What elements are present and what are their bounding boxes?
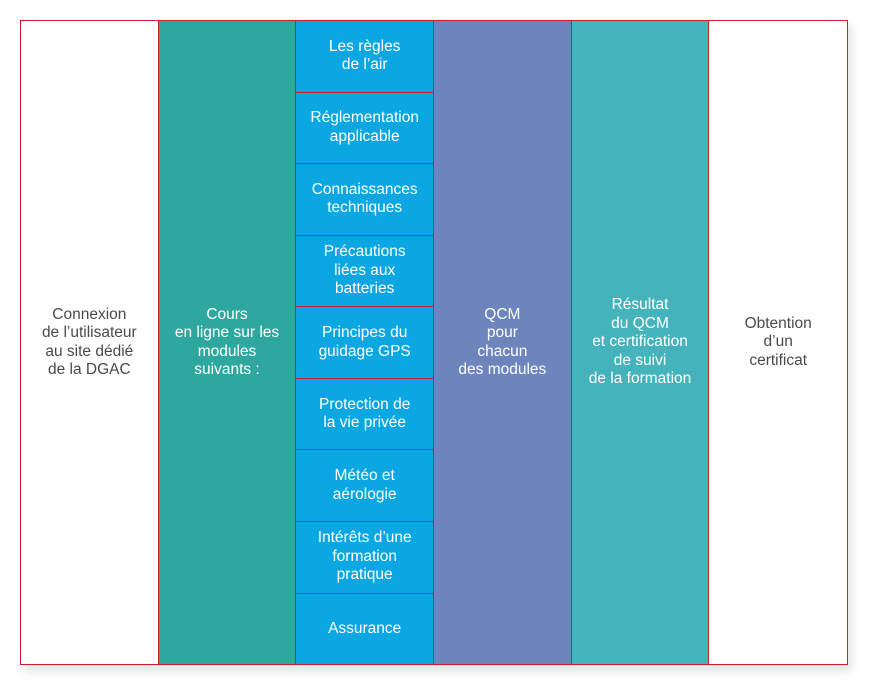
training-process-diagram: Connexion de l’utilisateur au site dédié… — [20, 20, 848, 665]
module-assurance: Assurance — [328, 619, 402, 637]
step-cours: Cours en ligne sur les modules suivants … — [158, 21, 297, 664]
step-obtention: Obtention d’un certificat — [709, 21, 848, 664]
step-resultat: Résultat du QCM et certification de suiv… — [571, 21, 710, 664]
step-connexion: Connexion de l’utilisateur au site dédié… — [21, 21, 159, 664]
module-regles-air: Les règles de l’air — [296, 21, 434, 93]
step-qcm: QCM pour chacun des modules — [434, 21, 572, 664]
module-meteo: Météo et aérologie — [296, 450, 434, 522]
module-reglementation: Réglementation applicable — [296, 93, 434, 165]
module-formation-pratique: Intérêts d’une formation pratique — [296, 522, 434, 594]
module-vie-privee: Protection de la vie privée — [296, 379, 434, 451]
module-gps: Principes du guidage GPS — [296, 307, 434, 379]
modules-column: Les règles de l’air Réglementation appli… — [296, 21, 435, 664]
module-batteries: Précautions liées aux batteries — [296, 236, 434, 308]
module-connaissances: Connaissances techniques — [296, 164, 434, 236]
